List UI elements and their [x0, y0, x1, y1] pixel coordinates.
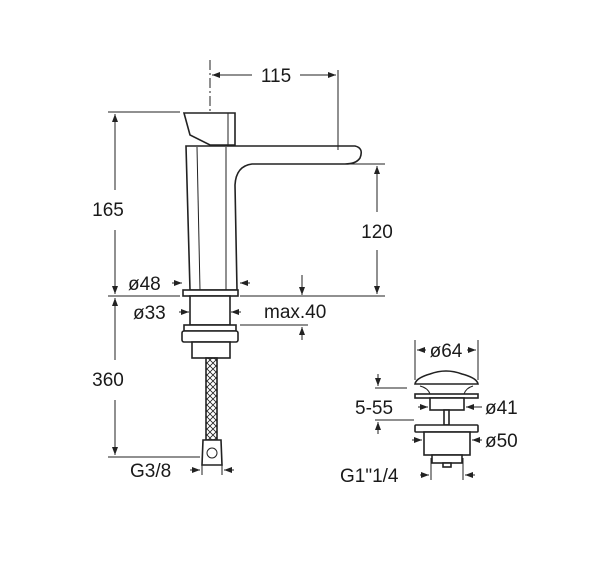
dim-total-height: 165 [92, 200, 124, 221]
dim-spout-reach: 115 [261, 66, 291, 87]
shank [189, 295, 231, 326]
flex-hose [205, 357, 218, 441]
dim-shank-diameter: ø33 [133, 303, 166, 324]
faucet-dimensions: 115 165 120 ø48 ø33 max.40 360 G3/8 [92, 66, 393, 482]
dim-max-deck: max.40 [264, 302, 326, 323]
faucet-base [182, 289, 239, 297]
dim-hose-length: 360 [92, 370, 124, 391]
dim-flange-diameter: ø50 [485, 431, 518, 452]
drain-dimensions: ø64 5-55 ø41 ø50 G1"1/4 [340, 340, 518, 487]
dim-base-diameter: ø48 [128, 274, 161, 295]
dim-clamping-range: 5-55 [355, 398, 393, 419]
lock-nut [181, 330, 239, 343]
dim-cap-diameter: ø64 [430, 341, 463, 362]
pop-up-waste [414, 370, 479, 468]
dim-spout-height: 120 [361, 222, 393, 243]
drain-cap [414, 370, 479, 385]
dim-connection: G3/8 [130, 461, 171, 482]
faucet-handle [182, 112, 236, 146]
dim-thread: G1"1/4 [340, 466, 399, 487]
hose-nut [201, 439, 223, 466]
faucet-spout-body [185, 145, 362, 291]
dim-body-diameter: ø41 [485, 398, 518, 419]
faucet [181, 60, 362, 466]
